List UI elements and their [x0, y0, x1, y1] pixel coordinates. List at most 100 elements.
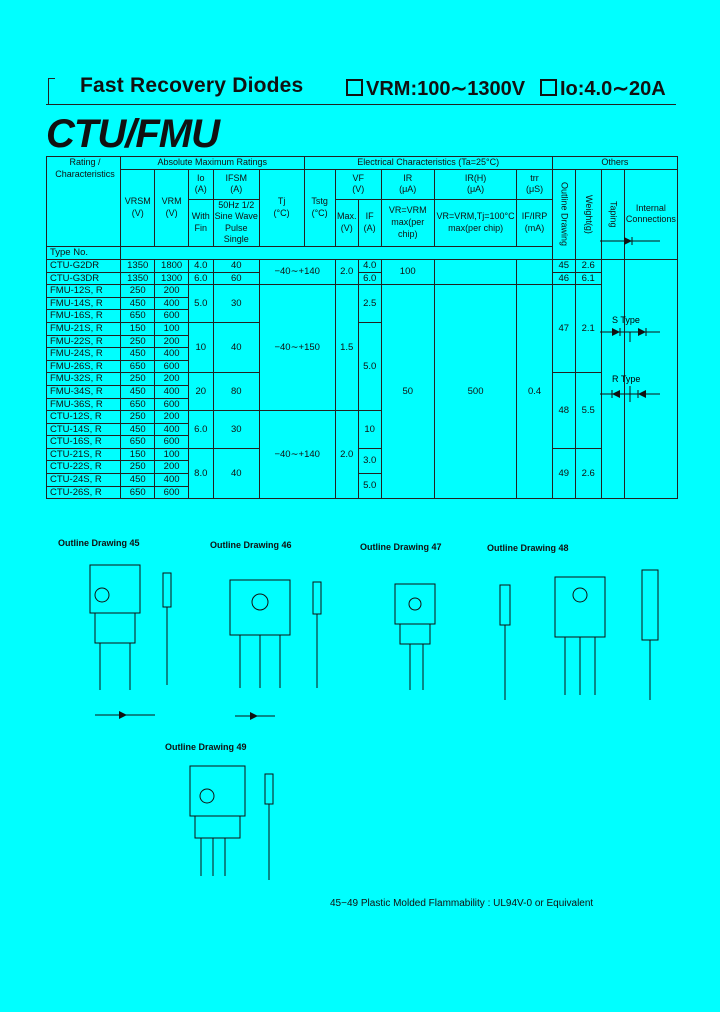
if-cell: 5.0: [357, 321, 382, 412]
s-type-diode-icon: [600, 328, 660, 342]
type-cell: CTU-G2DR: [45, 258, 122, 273]
vrsm-cell: 650: [120, 309, 156, 323]
weight-cell: 2.1: [574, 284, 602, 374]
type-cell: CTU-26S, R: [45, 485, 122, 500]
io-cell: 6.0: [187, 410, 214, 449]
irh-sub-header: VR=VRM,Tj=100°C max(per chip): [433, 198, 518, 247]
vrm-cell: 1800: [154, 258, 189, 273]
type-cell: CTU-22S, R: [45, 460, 122, 475]
if-header: IF (A): [357, 198, 382, 247]
vrm-cell: 600: [154, 309, 189, 323]
vrm-cell: 400: [154, 422, 189, 437]
type-cell: FMU-32S, R: [45, 372, 122, 386]
outline-drawing-46-label: Outline Drawing 46: [210, 540, 292, 550]
vrsm-cell: 250: [120, 334, 156, 349]
ir-header: IR(μA): [380, 168, 435, 200]
ir-cell: 50: [380, 284, 435, 500]
type-cell: CTU-21S, R: [45, 447, 122, 462]
ifsm-cell: 40: [212, 447, 260, 500]
ifsm-cell: 30: [212, 410, 260, 449]
if-cell: 10: [357, 410, 382, 449]
if-cell: 4.0: [357, 258, 382, 273]
ifsm-cell: 40: [212, 321, 260, 374]
tj-cell: −40∼+140: [258, 410, 336, 500]
vrsm-cell: 650: [120, 485, 156, 500]
trr-cell: 0.4: [516, 284, 553, 500]
rating-header: Rating / Characteristics: [45, 156, 122, 247]
io-cell: 4.0: [187, 258, 214, 273]
package-drawing-48: [499, 569, 659, 700]
vrm-cell: 200: [154, 410, 189, 424]
vrm-cell: 400: [154, 296, 189, 311]
vrm-cell: 200: [154, 284, 189, 298]
type-cell: FMU-14S, R: [45, 296, 122, 311]
irh-header: IR(H)(μA): [433, 168, 518, 200]
vf-cell: 2.0: [334, 258, 359, 286]
weight-cell: 6.1: [574, 271, 602, 286]
ifsm-header: IFSM(A): [212, 168, 260, 200]
package-drawing-46: [229, 579, 322, 720]
vrm-cell: 400: [154, 347, 189, 361]
vrsm-cell: 250: [120, 460, 156, 475]
abs-max-header: Absolute Maximum Ratings: [120, 156, 305, 170]
vrsm-cell: 450: [120, 296, 156, 311]
weight-cell: 2.6: [574, 258, 602, 273]
vf-cell: 2.0: [334, 410, 359, 500]
ratings-table: Rating / Characteristics Absolute Maximu…: [45, 156, 679, 500]
vrsm-cell: 650: [120, 435, 156, 449]
outline-cell: 49: [551, 447, 576, 500]
vrsm-cell: 650: [120, 397, 156, 412]
outline-drawing-45-label: Outline Drawing 45: [58, 538, 140, 548]
flammability-note: 45−49 Plastic Molded Flammability : UL94…: [330, 898, 594, 909]
tj-header: Tj(°C): [258, 168, 305, 247]
vf-header: VF(V): [334, 168, 382, 200]
io-cell: 5.0: [187, 284, 214, 323]
trr-cell: [516, 258, 553, 286]
vrsm-cell: 250: [120, 410, 156, 424]
vrsm-cell: 450: [120, 422, 156, 437]
r-type-label: R Type: [612, 374, 640, 384]
vrsm-cell: 250: [120, 284, 156, 298]
tj-cell: −40∼+150: [258, 284, 336, 412]
vrsm-cell: 1350: [120, 271, 156, 286]
if-cell: 5.0: [357, 473, 382, 500]
tj-cell: −40∼+140: [258, 258, 336, 286]
irh-cell: 500: [433, 284, 518, 500]
irh-cell: [433, 258, 518, 286]
s-type-label: S Type: [612, 315, 640, 325]
type-cell: CTU-12S, R: [45, 410, 122, 424]
vrm-header: VRM(V): [154, 168, 189, 247]
r-type-diode-icon: [600, 386, 660, 402]
package-drawing-47: [394, 583, 436, 690]
vrm-cell: 400: [154, 473, 189, 487]
package-drawing-49: [189, 765, 274, 880]
type-cell: CTU-24S, R: [45, 473, 122, 487]
vrm-cell: 200: [154, 372, 189, 386]
internal-cell: [623, 258, 679, 500]
weight-cell: 2.6: [574, 447, 602, 500]
vrm-cell: 200: [154, 460, 189, 475]
io-cell: 8.0: [187, 447, 214, 500]
vrm-cell: 600: [154, 397, 189, 412]
page-title: Fast Recovery Diodes: [80, 74, 304, 97]
outline-cell: 46: [551, 271, 576, 286]
trr-sub-header: IF/IRP (mA): [516, 198, 553, 247]
type-cell: CTU-16S, R: [45, 435, 122, 449]
vrsm-cell: 250: [120, 372, 156, 386]
type-cell: FMU-26S, R: [45, 359, 122, 374]
ifsm-cell: 40: [212, 258, 260, 273]
io-cell: 6.0: [187, 271, 214, 286]
vrm-cell: 600: [154, 359, 189, 374]
ir-sub-header: VR=VRM max(per chip): [380, 198, 435, 247]
io-cell: 20: [187, 372, 214, 412]
package-drawing-45: [89, 564, 172, 719]
vrsm-cell: 1350: [120, 258, 156, 273]
